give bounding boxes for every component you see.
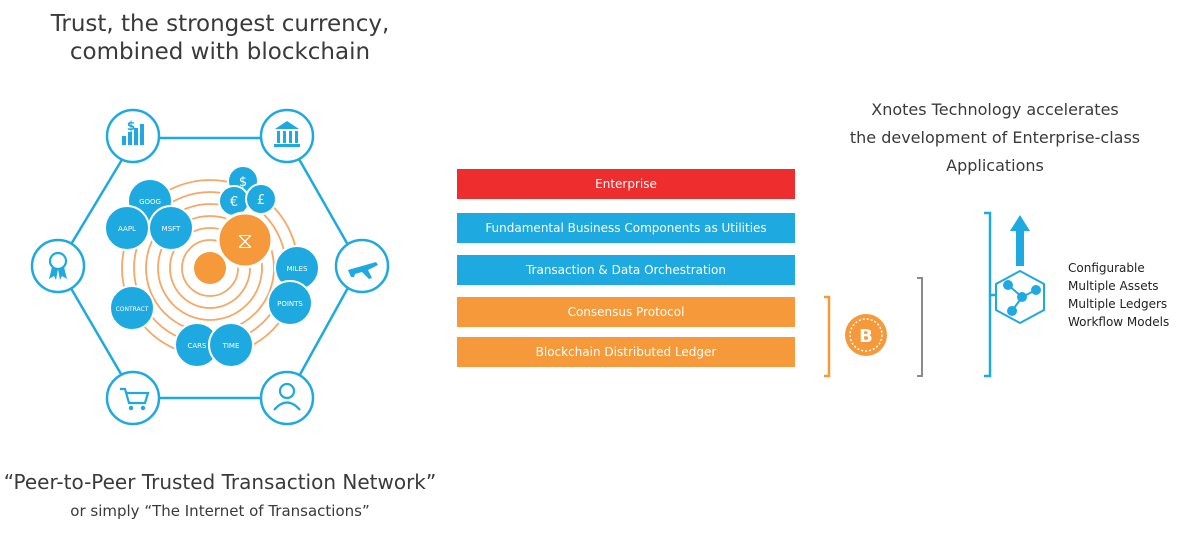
asset-label-points: POINTS bbox=[277, 300, 303, 308]
asset-label-contract: CONTRACT bbox=[116, 306, 149, 313]
headline-line-2: combined with blockchain bbox=[69, 39, 371, 65]
center-hourglass-node: ⧖ bbox=[216, 211, 274, 269]
asset-label-time: TIME bbox=[222, 342, 240, 350]
xnotes-statement: Xnotes Technology accelerates the develo… bbox=[830, 96, 1160, 180]
layer-distributed-ledger: Blockchain Distributed Ledger bbox=[457, 337, 795, 367]
xnotes-platform bbox=[984, 211, 1045, 378]
asset-label-msft: MSFT bbox=[162, 225, 181, 233]
center-core bbox=[194, 252, 226, 284]
feature-multiple-assets: Multiple Assets bbox=[1068, 279, 1159, 293]
layer-business-components: Fundamental Business Components as Utili… bbox=[457, 213, 795, 243]
currency-pound-symbol: £ bbox=[257, 193, 265, 208]
layer-consensus-protocol: Consensus Protocol bbox=[457, 297, 795, 327]
cart-icon bbox=[105, 370, 161, 426]
svg-text:$: $ bbox=[127, 119, 135, 133]
asset-bubble-msft: MSFT bbox=[148, 205, 194, 251]
currency-euro-symbol: € bbox=[230, 195, 238, 210]
xnotes-line-1: Xnotes Technology accelerates bbox=[871, 100, 1119, 119]
network-tagline: “Peer-to-Peer Trusted Transaction Networ… bbox=[3, 470, 437, 494]
platform-brackets: B bbox=[824, 277, 923, 378]
feature-workflow-models: Workflow Models bbox=[1068, 315, 1170, 329]
feature-multiple-ledgers: Multiple Ledgers bbox=[1068, 297, 1168, 311]
bank-icon bbox=[259, 108, 315, 164]
xnotes-line-3: Applications bbox=[946, 156, 1044, 175]
xnotes-line-2: the development of Enterprise-class bbox=[849, 128, 1141, 147]
award-ribbon-icon bbox=[30, 238, 86, 294]
headline-line-1: Trust, the strongest currency, bbox=[50, 11, 390, 37]
asset-label-cars: CARS bbox=[188, 342, 208, 350]
currency-bubble-euro: € bbox=[218, 185, 250, 217]
xnotes-network-icon bbox=[995, 269, 1045, 325]
transaction-network-diagram: $ GOOG AAPL MSFT bbox=[30, 108, 390, 426]
currency-bubble-pound: £ bbox=[245, 183, 277, 215]
hourglass-icon: ⧖ bbox=[237, 229, 252, 254]
asset-bubble-aapl: AAPL bbox=[104, 205, 150, 251]
up-arrow-icon bbox=[1010, 215, 1030, 266]
currency-dollar-symbol: $ bbox=[239, 175, 247, 190]
layer-transaction-orchestration: Transaction & Data Orchestration bbox=[457, 255, 795, 285]
asset-label-goog: GOOG bbox=[139, 198, 161, 206]
feature-list: Configurable Multiple Assets Multiple Le… bbox=[1068, 259, 1169, 331]
network-subtagline: or simply “The Internet of Transactions” bbox=[70, 502, 370, 520]
asset-bubble-points: POINTS bbox=[267, 280, 313, 326]
asset-bubble-contract: CONTRACT bbox=[109, 285, 155, 331]
bitcoin-icon: B bbox=[845, 314, 887, 356]
headline: Trust, the strongest currency, combined … bbox=[20, 10, 420, 66]
money-growth-icon: $ bbox=[105, 108, 161, 164]
layer-enterprise: Enterprise bbox=[457, 169, 795, 199]
bitcoin-symbol: B bbox=[859, 326, 873, 347]
feature-configurable: Configurable bbox=[1068, 261, 1145, 275]
asset-label-miles: MILES bbox=[287, 265, 308, 273]
asset-label-aapl: AAPL bbox=[118, 225, 136, 233]
bitcoin-bracket bbox=[824, 295, 831, 378]
person-icon bbox=[259, 370, 315, 426]
xnotes-bracket bbox=[984, 211, 992, 378]
airplane-icon bbox=[334, 238, 390, 294]
ethereum-bracket bbox=[917, 277, 923, 377]
asset-bubble-time: TIME bbox=[208, 322, 254, 368]
